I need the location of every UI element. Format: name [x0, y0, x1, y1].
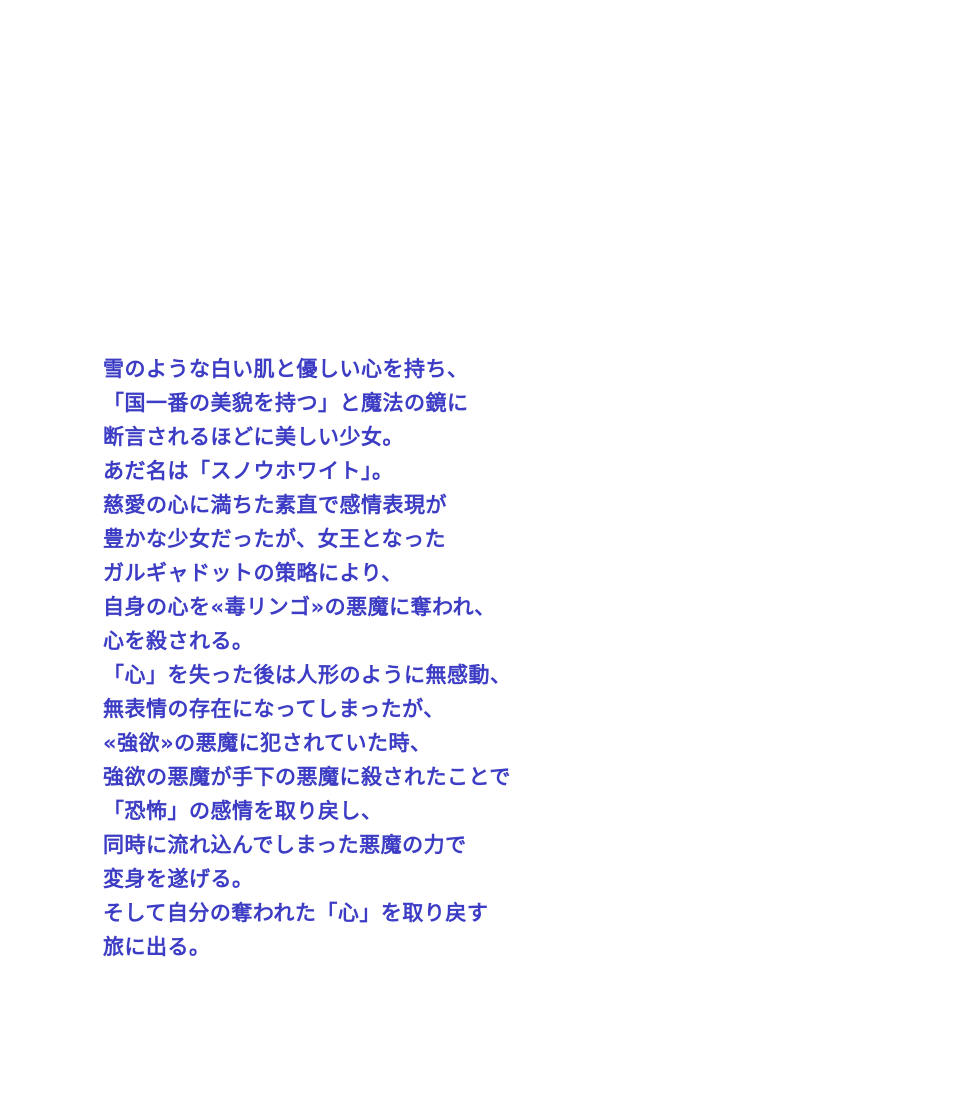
description-line: 無表情の存在になってしまったが、	[103, 697, 445, 721]
description-line: ガルギャドットの策略により、	[103, 561, 403, 585]
description-line: 慈愛の心に満ちた素直で感情表現が	[103, 493, 447, 517]
description-line: 「心」を失った後は人形のように無感動、	[103, 663, 512, 687]
description-line: 変身を遂げる。	[103, 867, 254, 891]
description-line: 「恐怖」の感情を取り戻し、	[103, 799, 383, 823]
description-line: 「国一番の美貌を持つ」と魔法の鏡に	[103, 391, 469, 415]
character-description: 雪のような白い肌と優しい心を持ち、 「国一番の美貌を持つ」と魔法の鏡に 断言され…	[103, 352, 903, 964]
description-line: 同時に流れ込んでしまった悪魔の力で	[103, 833, 467, 857]
description-line: 雪のような白い肌と優しい心を持ち、	[103, 357, 469, 381]
description-line: そして自分の奪われた「心」を取り戻す	[103, 901, 489, 925]
description-line: 強欲の悪魔が手下の悪魔に殺されたことで	[103, 765, 511, 789]
description-line: あだ名は「スノウホワイト」。	[103, 459, 394, 483]
description-line: 豊かな少女だったが、女王となった	[103, 527, 446, 551]
description-line: «強欲»の悪魔に犯されていた時、	[103, 731, 432, 755]
description-line: 断言されるほどに美しい少女。	[103, 425, 404, 449]
description-line: 旅に出る。	[103, 935, 211, 959]
description-line: 自身の心を«毒リンゴ»の悪魔に奪われ、	[103, 595, 496, 619]
description-line: 心を殺される。	[103, 629, 254, 653]
